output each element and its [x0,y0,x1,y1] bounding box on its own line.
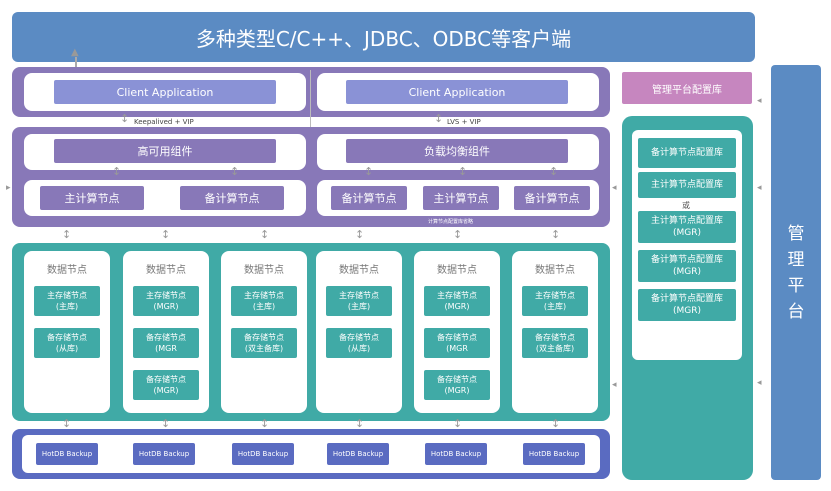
double-arrow-icon: ↕ [62,417,72,430]
data-node-title: 数据节点 [339,264,379,276]
mgmt-config-title: 管理平台配置库 [622,72,752,104]
storage-node-box: 主存储节点 (主库) [326,286,392,316]
compute-node-label: 备计算节点 [341,192,397,205]
backup-panel [22,435,600,473]
up-arrow-icon: ▲ [71,47,79,58]
data-node-title: 数据节点 [244,264,284,276]
compute-node-box: 备计算节点 [514,186,590,210]
right-arrow-icon: ◂ [757,378,762,388]
mgmt-platform-char: 管 [787,223,805,244]
hotdb-backup-box: HotDB Backup [133,443,195,465]
double-arrow-icon: ↕ [260,228,270,241]
compute-node-box: 主计算节点 [40,186,144,210]
data-band [12,243,610,421]
mgmt-config-title-label: 管理平台配置库 [652,84,722,96]
compute-node-label: 备计算节点 [204,192,260,205]
mgmt-config-panel [632,130,742,360]
left-arrow-icon: ▸ [6,183,11,193]
double-arrow-icon: ↕ [551,228,561,241]
mgmt-platform-char: 理 [787,249,805,270]
left-arrow-icon: ◂ [612,380,617,390]
storage-node-box: 备存储节点 (双主备库) [231,328,297,358]
mgmt-mgr-config-box: 备计算节点配置库 (MGR) [638,289,736,321]
storage-node-box: 备存储节点 (MGR [133,328,199,358]
storage-node-box: 备存储节点 (MGR) [424,370,490,400]
double-arrow-icon: ↕ [434,112,444,125]
double-arrow-icon: ↕ [453,228,463,241]
double-arrow-icon: ↕ [161,417,171,430]
storage-node-box: 备存储节点 (从库) [326,328,392,358]
compute-node-label: 主计算节点 [433,192,489,205]
config-lib-note: 计算节点配置库省略 [428,219,474,225]
storage-node-box: 主存储节点 (MGR) [424,286,490,316]
ha-component-label: 高可用组件 [137,145,193,158]
data-node-title: 数据节点 [437,264,477,276]
double-arrow-icon: ↕ [458,165,468,178]
mgmt-config-label: 备计算节点配置库 [650,148,723,158]
client-application-label: Client Application [116,85,214,99]
double-arrow-icon: ↕ [112,165,122,178]
storage-node-box: 备存储节点 (从库) [34,328,100,358]
client-application-box: Client Application [54,80,276,104]
left-arrow-icon: ◂ [612,183,617,193]
storage-node-box: 主存储节点 (主库) [522,286,588,316]
double-arrow-icon: ↕ [549,165,559,178]
storage-node-box: 备存储节点 (双主备库) [522,328,588,358]
compute-node-label: 备计算节点 [524,192,580,205]
storage-node-box: 备存储节点 (MGR) [133,370,199,400]
double-arrow-icon: ↕ [355,417,365,430]
ha-component-box: 高可用组件 [54,139,276,163]
right-arrow-icon: ◂ [757,183,762,193]
data-node-title: 数据节点 [535,264,575,276]
hotdb-backup-box: HotDB Backup [327,443,389,465]
mgmt-config-box: 主计算节点配置库 [638,172,736,198]
compute-node-box: 备计算节点 [331,186,407,210]
lvs-label: LVS + VIP [447,118,481,126]
storage-node-box: 主存储节点 (主库) [34,286,100,316]
mgmt-mgr-config-box: 备计算节点配置库 (MGR) [638,250,736,282]
or-label: 或 [682,201,690,210]
hotdb-backup-box: HotDB Backup [523,443,585,465]
keepalived-label: Keepalived + VIP [134,118,194,126]
double-arrow-icon: ↕ [551,417,561,430]
double-arrow-icon: ↕ [260,417,270,430]
hotdb-backup-box: HotDB Backup [425,443,487,465]
client-application-box: Client Application [346,80,568,104]
data-node-title: 数据节点 [47,264,87,276]
data-node-title: 数据节点 [146,264,186,276]
double-arrow-icon: ↕ [62,228,72,241]
compute-node-box: 主计算节点 [423,186,499,210]
double-arrow-icon: ↕ [355,228,365,241]
storage-node-box: 主存储节点 (MGR) [133,286,199,316]
storage-node-box: 主存储节点 (主库) [231,286,297,316]
compute-node-box: 备计算节点 [180,186,284,210]
right-arrow-icon: ◂ [757,96,762,106]
double-arrow-icon: ↕ [453,417,463,430]
mgmt-platform: 管 理 平 台 [771,65,821,480]
mgmt-platform-char: 台 [787,301,805,322]
clients-banner: 多种类型C/C++、JDBC、ODBC等客户端 [12,12,755,62]
hotdb-backup-box: HotDB Backup [36,443,98,465]
double-arrow-icon: ↕ [230,165,240,178]
compute-node-label: 主计算节点 [64,192,120,205]
hotdb-backup-box: HotDB Backup [232,443,294,465]
connector-line [75,57,77,68]
mgmt-mgr-config-box: 主计算节点配置库 (MGR) [638,211,736,243]
double-arrow-icon: ↕ [364,165,374,178]
double-arrow-icon: ↕ [161,228,171,241]
mgmt-config-label: 主计算节点配置库 [650,180,723,190]
mgmt-config-box: 备计算节点配置库 [638,138,736,168]
mgmt-platform-char: 平 [787,275,805,296]
client-application-label: Client Application [408,85,506,99]
clients-banner-title: 多种类型C/C++、JDBC、ODBC等客户端 [195,26,572,51]
double-arrow-icon: ↕ [120,112,130,125]
lb-component-label: 负载均衡组件 [424,145,490,158]
lb-component-box: 负载均衡组件 [346,139,568,163]
storage-node-box: 备存储节点 (MGR [424,328,490,358]
